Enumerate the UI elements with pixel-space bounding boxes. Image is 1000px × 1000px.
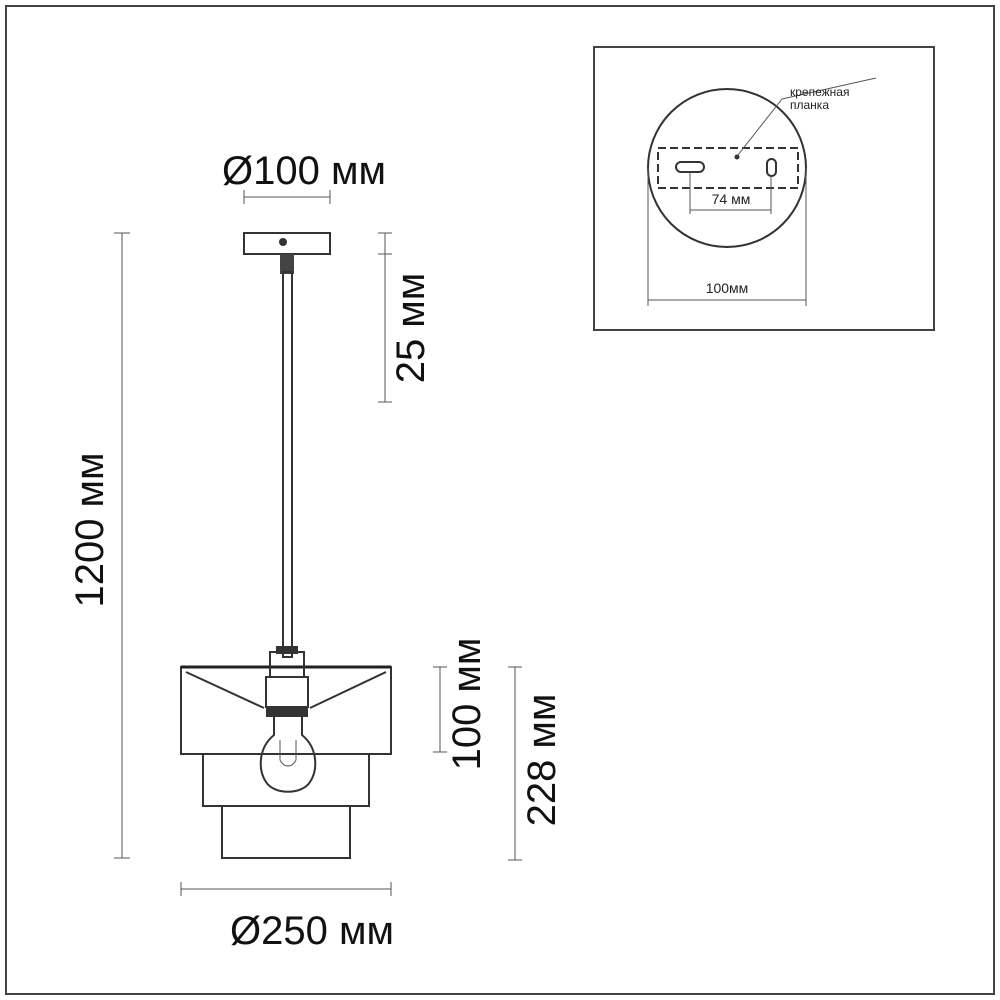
canopy-height-label: 25 мм [389, 273, 433, 384]
shade-top-height-dimension [433, 666, 447, 753]
shade-tier-bottom [221, 805, 351, 859]
mounting-slot-left [675, 161, 705, 173]
shade-diameter-label: Ø250 мм [230, 909, 394, 953]
shade-total-height-dimension [508, 666, 522, 861]
shade-tier-middle [202, 753, 370, 807]
lamp-socket [265, 676, 309, 708]
shade-top-height-label: 100 мм [445, 638, 489, 771]
total-height-label: 1200 мм [68, 452, 112, 607]
shade-total-height-label: 228 мм [520, 694, 564, 827]
canopy-width-label: 100мм [706, 280, 749, 296]
total-height-dimension [114, 232, 130, 859]
center-point [734, 154, 740, 160]
canopy-top-view [647, 88, 807, 248]
page-frame [5, 5, 995, 995]
light-bulb [259, 717, 317, 793]
cord-grip [280, 254, 294, 274]
mounting-plate-label-line1: крепежная [790, 85, 849, 99]
ceiling-canopy [243, 232, 331, 255]
canopy-width-dimension [647, 168, 807, 306]
inset-frame [593, 46, 935, 331]
mounting-plate-inset [593, 46, 935, 331]
canopy-diameter-label: Ø100 мм [222, 149, 386, 193]
lamp-shade [180, 646, 392, 859]
suspension-cord [282, 271, 293, 658]
shade-diameter-dimension [180, 882, 392, 896]
canopy-screw [279, 238, 287, 246]
hole-spacing-dimension [689, 172, 772, 214]
hole-spacing-label: 74 мм [712, 191, 751, 207]
canopy-diameter-dimension [243, 190, 331, 204]
mounting-plate-label-line2: планка [790, 98, 829, 112]
mounting-slot-right [766, 158, 777, 177]
canopy-height-dimension [378, 232, 392, 403]
mounting-plate [657, 147, 799, 189]
